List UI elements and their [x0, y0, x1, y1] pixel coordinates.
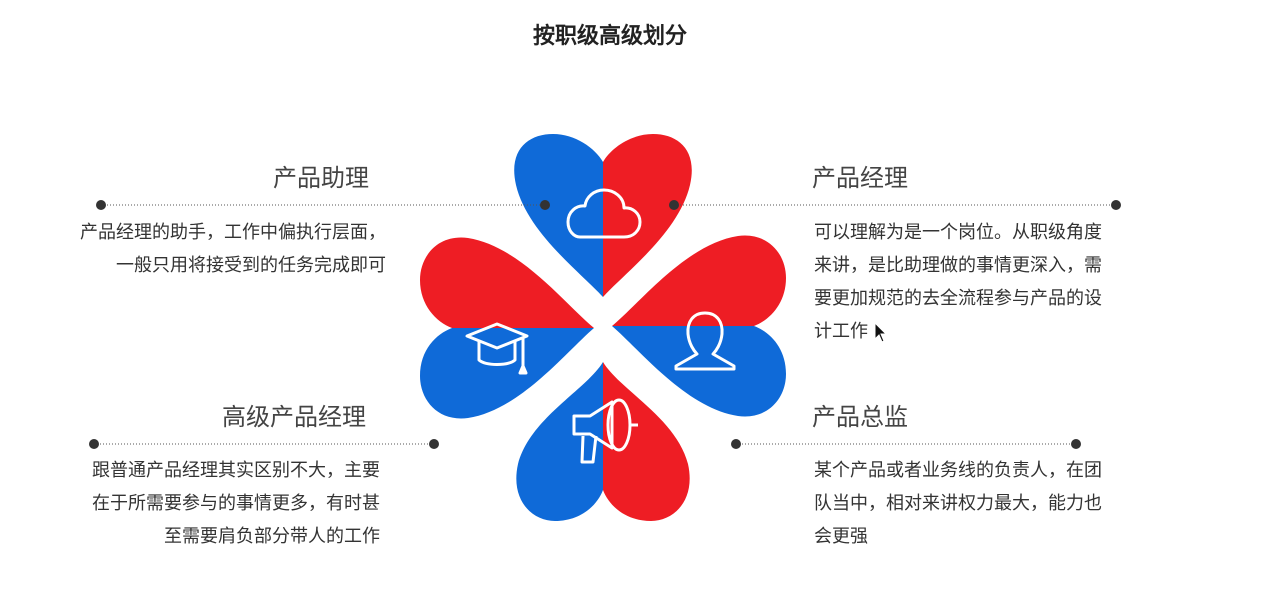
- connector-manager: [669, 200, 1121, 210]
- graduation-cap-icon: [465, 322, 529, 375]
- desc-manager: 可以理解为是一个岗位。从职级角度 来讲，是比助理做的事情更深入，需 要更加规范的…: [814, 216, 1102, 348]
- petal-left-top-half: [420, 237, 594, 328]
- desc-senior-line-2: 在于所需要参与的事情更多，有时甚: [92, 493, 380, 514]
- heading-assistant: 产品助理: [273, 164, 369, 192]
- petal-right-bottom-half: [612, 326, 786, 417]
- heading-manager: 产品经理: [812, 164, 908, 192]
- petal-bottom-right-half: [603, 362, 690, 521]
- connector-director: [731, 439, 1081, 449]
- desc-director-line-3: 会更强: [814, 526, 868, 547]
- mouse-cursor-icon: [874, 322, 888, 343]
- desc-manager-line-1: 可以理解为是一个岗位。从职级角度: [814, 222, 1102, 243]
- cloud-icon: [566, 188, 642, 239]
- desc-assistant: 产品经理的助手，工作中偏执行层面， 一般只用将接受到的任务完成即可: [80, 216, 386, 282]
- page-title: 按职级高级划分: [532, 24, 687, 49]
- desc-assistant-line-2: 一般只用将接受到的任务完成即可: [116, 255, 386, 276]
- megaphone-icon: [572, 398, 638, 464]
- desc-manager-line-4: 计工作: [814, 321, 868, 342]
- petal-left-bottom-half: [420, 328, 594, 419]
- petal-right-top-half: [612, 235, 786, 326]
- desc-manager-line-2: 来讲，是比助理做的事情更深入，需: [814, 255, 1102, 276]
- connector-assistant: [96, 200, 550, 210]
- user-icon: [674, 311, 736, 371]
- desc-director-line-2: 队当中，相对来讲权力最大，能力也: [814, 493, 1102, 514]
- petal-right: [612, 235, 786, 417]
- petal-bottom-left-half: [516, 362, 603, 521]
- desc-director: 某个产品或者业务线的负责人，在团 队当中，相对来讲权力最大，能力也 会更强: [814, 454, 1102, 553]
- petal-top-left-half: [514, 134, 603, 297]
- desc-senior-line-3: 至需要肩负部分带人的工作: [164, 526, 380, 547]
- desc-assistant-line-1: 产品经理的助手，工作中偏执行层面，: [80, 222, 386, 243]
- petal-top: [514, 134, 692, 297]
- desc-manager-line-3: 要更加规范的去全流程参与产品的设: [814, 288, 1102, 309]
- desc-senior-line-1: 跟普通产品经理其实区别不大，主要: [92, 460, 380, 481]
- heading-senior: 高级产品经理: [222, 403, 366, 431]
- heading-director: 产品总监: [812, 403, 908, 431]
- desc-senior: 跟普通产品经理其实区别不大，主要 在于所需要参与的事情更多，有时甚 至需要肩负部…: [92, 454, 380, 553]
- petal-top-right-half: [603, 134, 692, 297]
- desc-director-line-1: 某个产品或者业务线的负责人，在团: [814, 460, 1102, 481]
- connector-senior: [89, 439, 439, 449]
- petal-left: [420, 237, 594, 419]
